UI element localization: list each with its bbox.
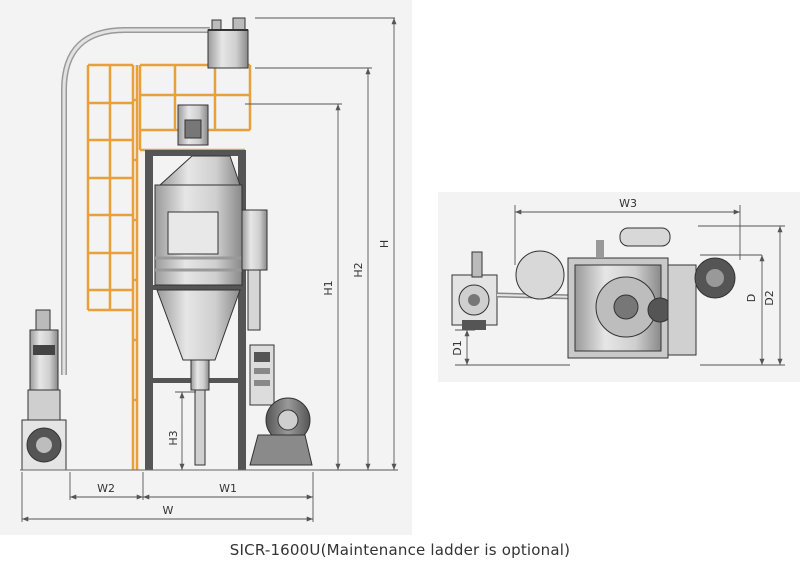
dim-label-w3: W3 [619,197,637,210]
drying-hopper [145,104,268,470]
hopper-loader-unit [21,309,67,471]
dim-label-h1: H1 [322,280,335,295]
top-hopper-loader [207,17,249,69]
top-view-control-disc [515,250,565,300]
dim-label-w1: W1 [219,482,237,495]
front-view: H H2 H1 H3 W2 W1 W [20,17,398,522]
maintenance-ladder [86,63,252,470]
top-view: W3 D D2 D1 [451,197,785,366]
top-view-loader [451,251,498,330]
control-cabinet [249,344,275,406]
dim-label-h3: H3 [167,430,180,445]
dryer-blower [249,397,313,466]
dim-label-h: H [378,240,391,248]
dim-label-w2: W2 [97,482,115,495]
dim-label-d1: D1 [451,340,464,355]
figure-caption: SICR-1600U(Maintenance ladder is optiona… [229,541,571,559]
dim-label-w: W [163,504,174,517]
dim-label-d2: D2 [763,290,776,305]
dim-label-d: D [745,294,758,302]
dim-label-h2: H2 [352,262,365,277]
